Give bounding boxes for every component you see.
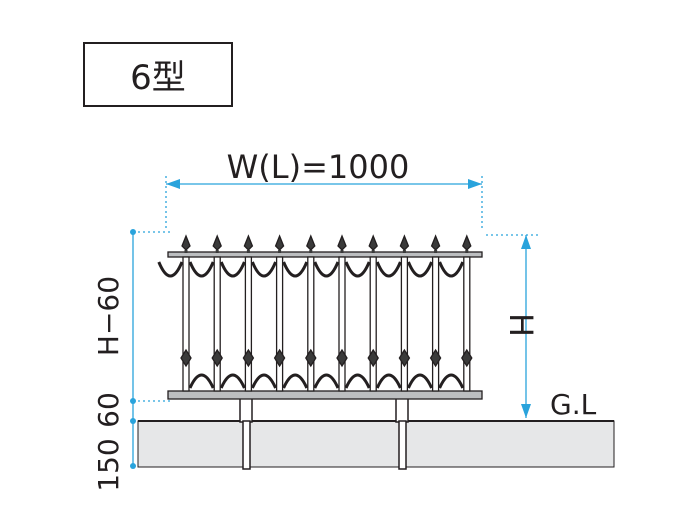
upper-scroll	[438, 261, 465, 278]
picket	[398, 234, 411, 392]
left-label-mid: 60	[92, 392, 125, 428]
picket	[211, 234, 223, 392]
picket	[242, 234, 255, 392]
lower-scroll	[407, 373, 433, 389]
left-dimension	[130, 229, 172, 469]
lower-scroll	[344, 373, 371, 389]
ground-area	[137, 420, 615, 468]
height-dimension	[486, 234, 540, 418]
picket	[273, 234, 286, 392]
picket	[367, 234, 379, 392]
upper-scroll	[282, 261, 309, 278]
lower-scroll	[219, 373, 246, 389]
lower-scroll	[251, 373, 277, 389]
ground-level-label: G.L	[550, 388, 597, 421]
picket	[461, 234, 473, 392]
picket	[180, 234, 192, 392]
upper-scroll	[188, 261, 215, 278]
lower-scroll	[188, 373, 215, 389]
left-label-upper: H−60	[92, 276, 125, 356]
picket	[429, 234, 442, 392]
lower-scroll	[282, 373, 309, 389]
upper-scroll	[407, 261, 433, 278]
upper-scroll	[219, 261, 246, 278]
width-dimension	[165, 176, 483, 228]
picket	[305, 234, 317, 392]
fence-panel	[157, 234, 483, 400]
bottom-rail	[167, 390, 483, 400]
upper-scroll	[375, 261, 402, 278]
upper-scroll	[157, 261, 184, 278]
width-label: W(L)=1000	[227, 148, 410, 186]
lower-scroll	[313, 373, 340, 389]
post-left	[239, 397, 253, 470]
top-rail	[167, 251, 483, 258]
lower-scroll	[438, 373, 465, 389]
picket	[336, 234, 348, 392]
height-label: H	[502, 313, 540, 337]
upper-scroll	[313, 261, 340, 278]
left-label-lower: 150	[92, 438, 125, 491]
type-label: 6型	[130, 58, 186, 98]
type-label-box: 6型	[83, 42, 233, 107]
upper-scroll	[344, 261, 371, 278]
upper-scroll	[251, 261, 277, 278]
lower-scroll	[375, 373, 402, 389]
